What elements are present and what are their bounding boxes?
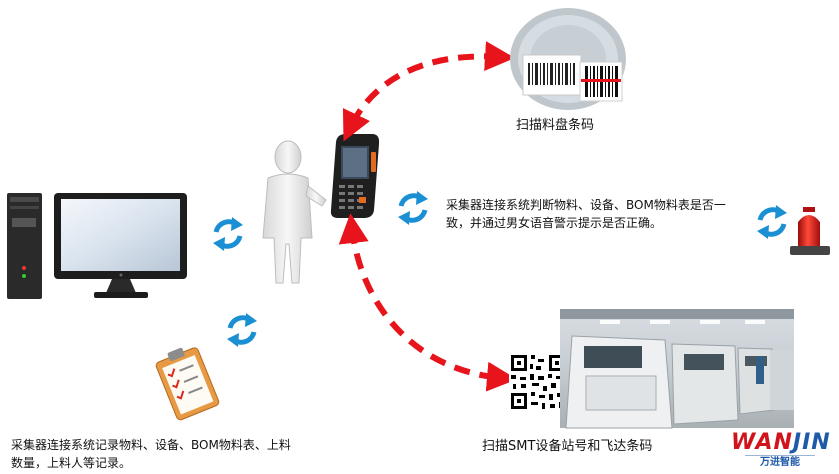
operator-person-icon [262, 140, 327, 284]
arrow-scanner-to-reel [342, 41, 515, 142]
sync-cycle-icon-record [227, 313, 257, 347]
sync-cycle-icon-alarm [757, 205, 787, 239]
logo-text-jin: JIN [792, 430, 831, 455]
system-judge-text-line2: 致，并通过男女语音警示提示是否正确。 [446, 216, 663, 230]
qr-code-icon [509, 353, 567, 411]
arrow-scanner-to-smt [338, 213, 517, 392]
sync-cycle-icon-system [398, 191, 428, 225]
monitor-icon [54, 193, 187, 298]
smt-scan-caption: 扫描SMT设备站号和飞达条码 [482, 439, 653, 454]
barcode-tag-icon [579, 61, 623, 102]
logo-subtitle: 万进智能 [745, 455, 815, 469]
handheld-scanner-icon [330, 134, 380, 218]
wanjin-logo: WANJIN 万进智能 [731, 431, 831, 471]
clipboard-checklist-icon [155, 347, 220, 421]
computer-tower-icon [7, 193, 42, 299]
smt-factory-photo [560, 309, 794, 429]
record-text-line2: 数量，上料人等记录。 [11, 456, 132, 470]
alarm-light-icon [790, 207, 830, 255]
system-judge-text-line1: 采集器连接系统判断物料、设备、BOM物料表是否一 [446, 198, 726, 212]
reel-scan-caption: 扫描料盘条码 [516, 118, 595, 133]
record-text-line1: 采集器连接系统记录物料、设备、BOM物料表、上料 [11, 438, 291, 452]
sync-cycle-icon-computer [213, 217, 243, 251]
logo-text-wan: WAN [731, 430, 793, 455]
